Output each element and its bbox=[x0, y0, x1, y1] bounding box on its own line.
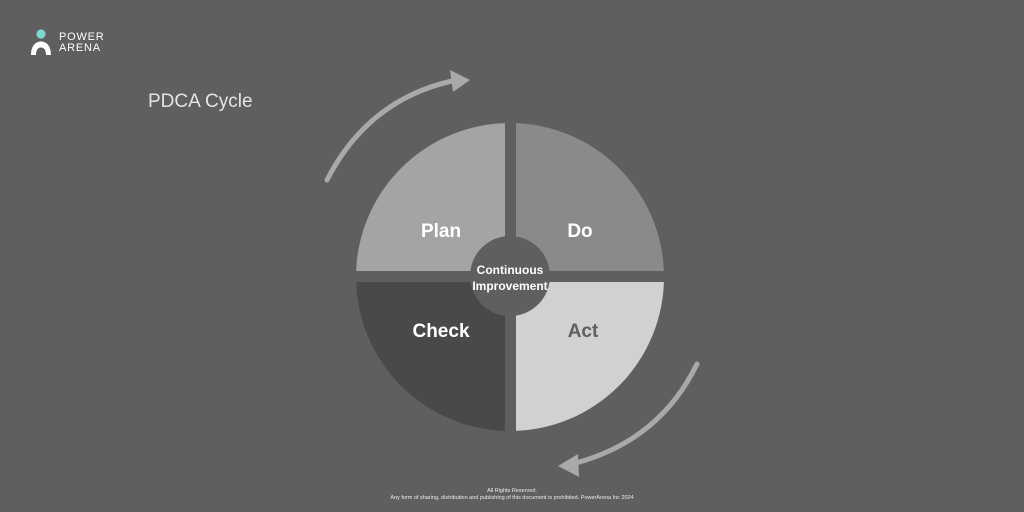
quadrant-label-check: Check bbox=[412, 321, 469, 342]
logo-accent-dot bbox=[36, 29, 46, 39]
logo-wordmark: POWER ARENA bbox=[59, 32, 105, 54]
powerarena-logo-mark-icon bbox=[31, 29, 51, 55]
arrowhead-top-left-icon bbox=[450, 70, 470, 92]
footer-rights: All Rights Reserved. bbox=[487, 488, 537, 494]
quadrant-label-plan: Plan bbox=[421, 221, 461, 242]
arrow-top-left bbox=[324, 78, 455, 183]
logo-arch bbox=[31, 41, 51, 55]
footer-notice: Any form of sharing, distribution and pu… bbox=[390, 494, 634, 501]
center-label-line-2: Improvement bbox=[472, 279, 547, 293]
quadrant-act bbox=[516, 282, 664, 431]
center-hub bbox=[470, 236, 550, 316]
arrow-bottom-right bbox=[573, 361, 700, 466]
footer: All Rights Reserved. Any form of sharing… bbox=[0, 488, 1024, 501]
quadrant-check bbox=[356, 282, 505, 431]
quadrant-label-act: Act bbox=[568, 321, 599, 342]
center-label-line-1: Continuous bbox=[477, 263, 544, 277]
logo-line-1: POWER bbox=[59, 31, 105, 43]
quadrant-do bbox=[516, 123, 664, 271]
logo-line-2: ARENA bbox=[59, 42, 101, 54]
page-title: PDCA Cycle bbox=[148, 91, 253, 112]
quadrant-label-do: Do bbox=[567, 221, 592, 242]
arrowhead-bottom-right-icon bbox=[558, 454, 579, 477]
powerarena-logo: POWER ARENA bbox=[30, 29, 105, 57]
